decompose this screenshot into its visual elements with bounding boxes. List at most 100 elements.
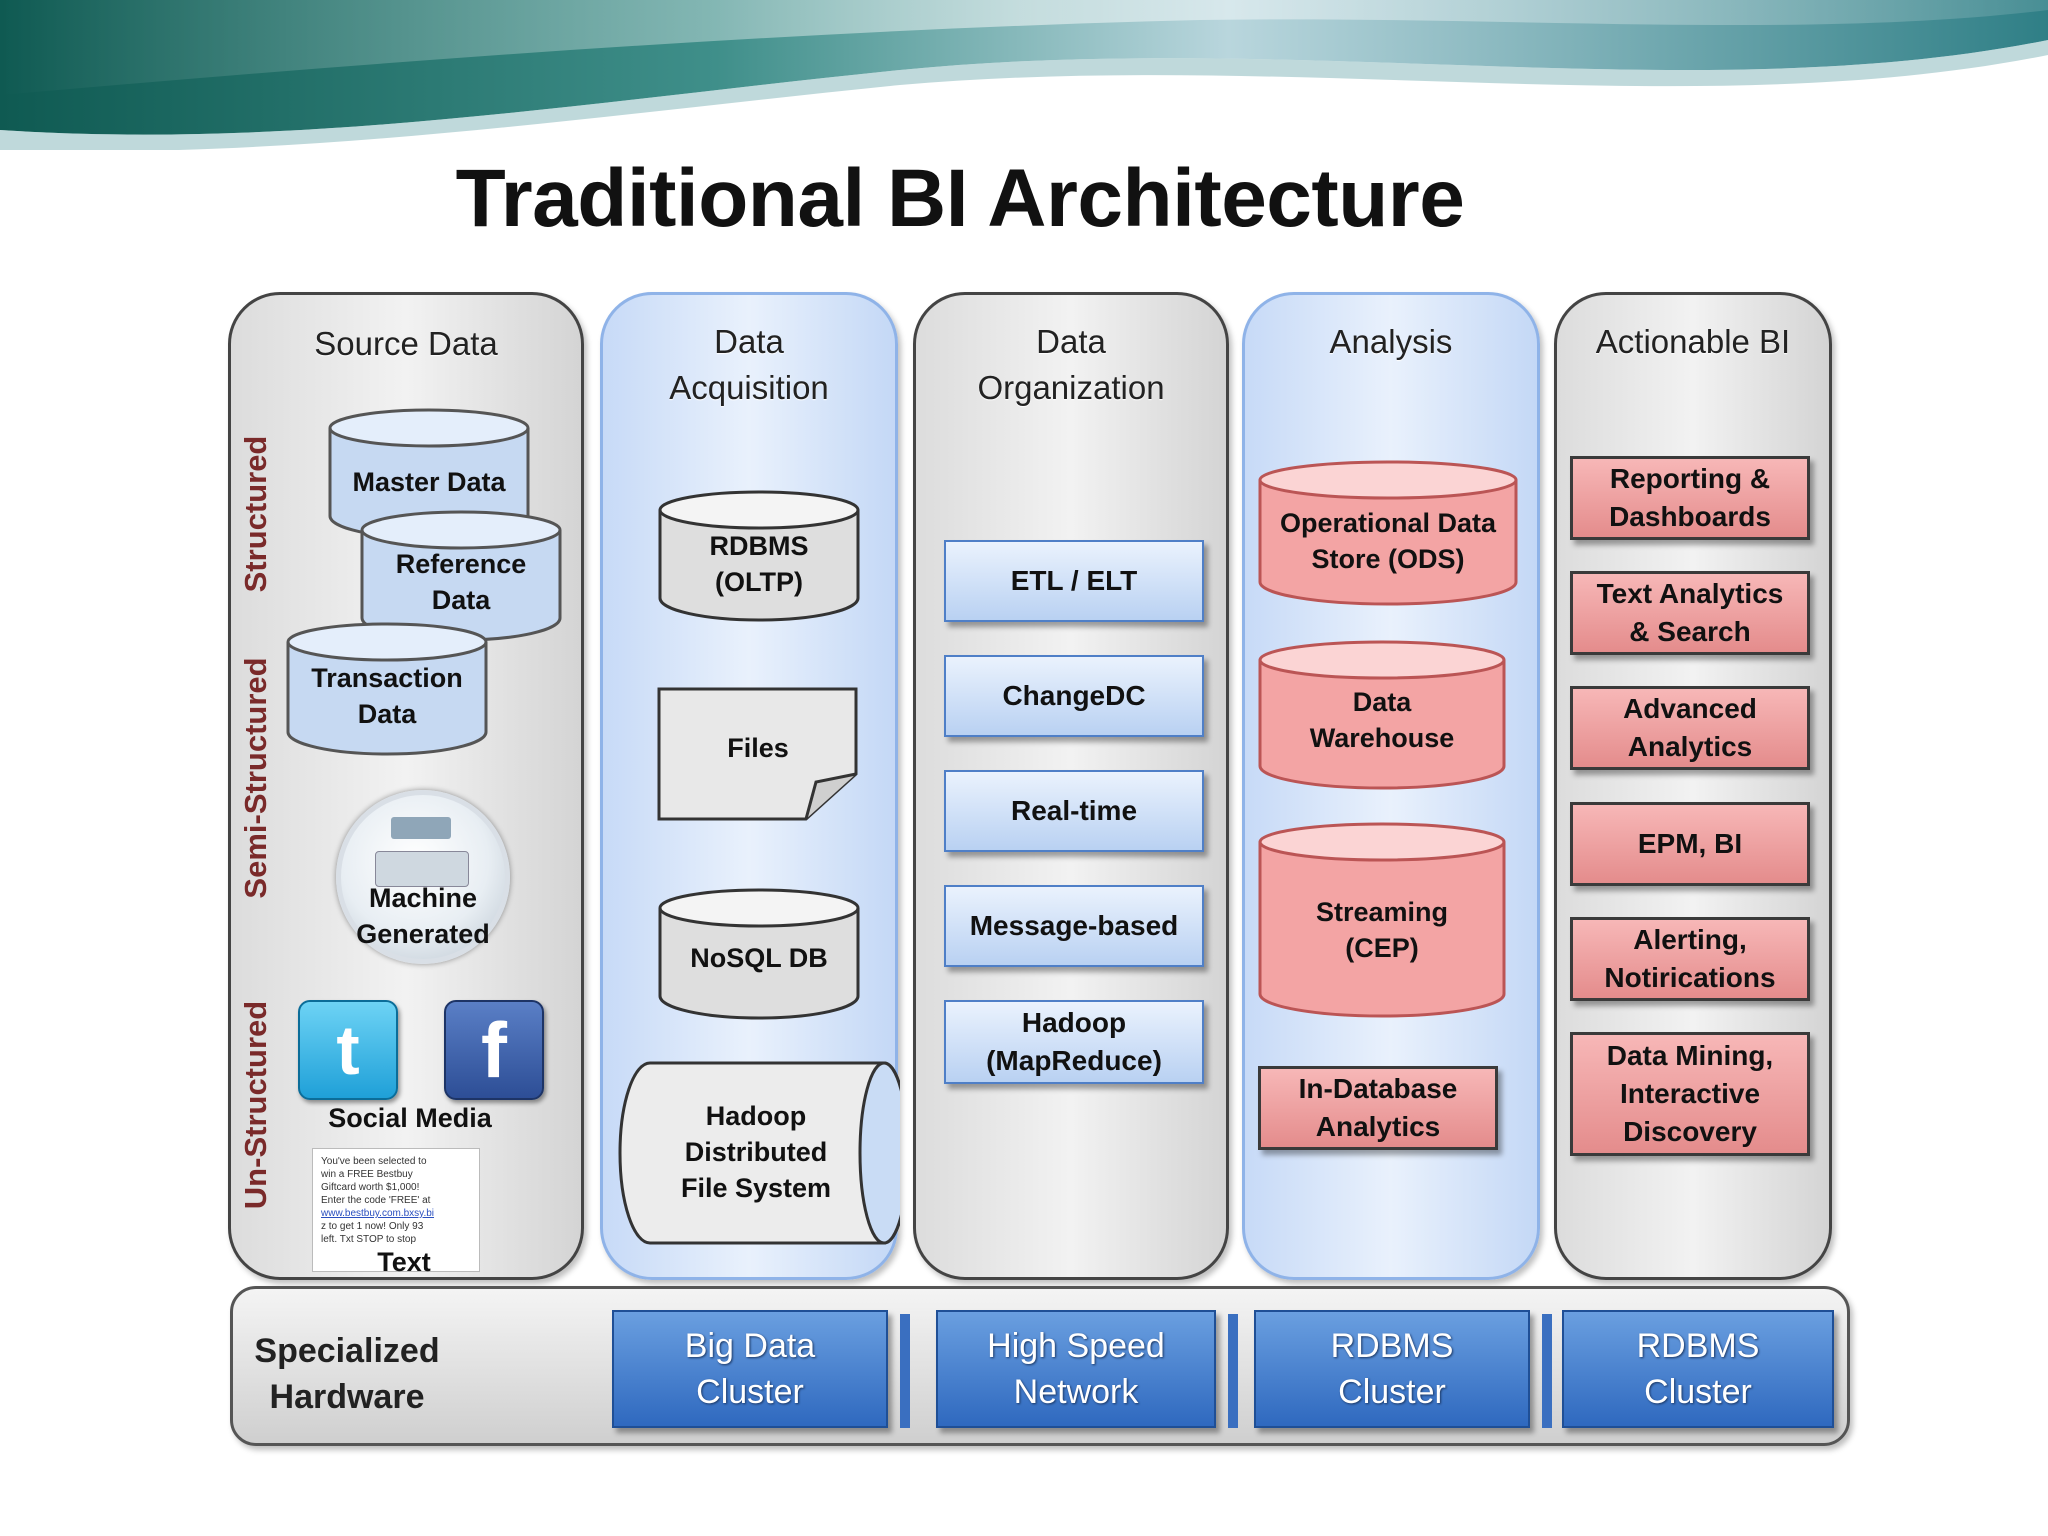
- data-organization-title-2: Organization: [977, 369, 1165, 406]
- rdbms-oltp-cylinder: [658, 490, 860, 622]
- un-structured-label: Un-Structured: [238, 1000, 273, 1210]
- hadoop-mapreduce-label-2: (MapReduce): [986, 1045, 1162, 1076]
- hadoop-mapreduce-box: Hadoop (MapReduce): [944, 1000, 1204, 1084]
- message-based-label: Message-based: [969, 910, 1179, 941]
- etl-elt-label: ETL / ELT: [1010, 565, 1138, 596]
- streaming-cep-cylinder: [1258, 822, 1506, 1018]
- rdbms-cluster-box-2: RDBMS Cluster: [1562, 1310, 1834, 1428]
- text-message-sample: You've been selected to win a FREE Bestb…: [312, 1148, 480, 1272]
- social-media-label: Social Media: [328, 1103, 492, 1133]
- nosql-db-label: NoSQL DB: [690, 943, 828, 973]
- epm-bi-label: EPM, BI: [1637, 828, 1743, 859]
- advanced-analytics-box: Advanced Analytics: [1570, 686, 1810, 770]
- streaming-cep-label-2: (CEP): [1345, 933, 1419, 963]
- streaming-cep-label-1: Streaming: [1315, 897, 1449, 927]
- rdbms-cluster-box-1: RDBMS Cluster: [1254, 1310, 1530, 1428]
- sms-line: left. Txt STOP to stop: [321, 1234, 417, 1245]
- ods-cylinder: [1258, 460, 1518, 606]
- twitter-icon: t: [298, 1000, 398, 1100]
- data-mining-discovery-label-2: Interactive: [1619, 1078, 1761, 1109]
- rdbms-cluster-2-label-2: Cluster: [1644, 1373, 1752, 1411]
- big-data-cluster-label-1: Big Data: [684, 1327, 816, 1365]
- big-data-cluster-box: Big Data Cluster: [612, 1310, 888, 1428]
- sms-line: Giftcard worth $1,000!: [321, 1182, 420, 1193]
- high-speed-network-box: High Speed Network: [936, 1310, 1216, 1428]
- etl-elt-box: ETL / ELT: [944, 540, 1204, 622]
- changedc-label: ChangeDC: [1002, 680, 1146, 711]
- specialized-hardware-label: Specialized Hardware: [252, 1328, 442, 1420]
- in-database-analytics-label-1: In-Database: [1298, 1073, 1458, 1104]
- alerting-notifications-box: Alerting, Notirications: [1570, 917, 1810, 1001]
- specialized-hardware-label-1: Specialized: [254, 1332, 440, 1370]
- facebook-icon: f: [444, 1000, 544, 1100]
- hardware-separator: [1228, 1314, 1238, 1428]
- real-time-box: Real-time: [944, 770, 1204, 852]
- data-warehouse-cylinder: [1258, 640, 1506, 790]
- data-mining-discovery-label-1: Data Mining,: [1606, 1040, 1774, 1071]
- in-database-analytics-label-2: Analytics: [1315, 1111, 1441, 1142]
- message-based-box: Message-based: [944, 885, 1204, 967]
- reference-data-cylinder: [360, 510, 562, 642]
- actionable-bi-title: Actionable BI: [1595, 323, 1791, 360]
- ods-label-2: Store (ODS): [1311, 544, 1465, 574]
- sms-link: www.bestbuy.com.bxsy.bi: [321, 1208, 435, 1219]
- reference-data-label-2: Data: [431, 585, 491, 615]
- rdbms-oltp-label-1: RDBMS: [709, 531, 809, 561]
- files-label: Files: [727, 733, 789, 763]
- source-data-title: Source Data: [314, 325, 498, 362]
- hdfs-label-1: Hadoop: [705, 1101, 807, 1131]
- rdbms-cluster-1-label-2: Cluster: [1338, 1373, 1446, 1411]
- text-analytics-search-label-2: & Search: [1629, 616, 1751, 647]
- transaction-data-label-1: Transaction: [311, 663, 463, 693]
- sms-line: You've been selected to: [321, 1156, 427, 1167]
- data-mining-discovery-label-3: Discovery: [1623, 1116, 1757, 1147]
- reporting-dashboards-box: Reporting & Dashboards: [1570, 456, 1810, 540]
- semi-structured-label: Semi-Structured: [238, 657, 273, 899]
- text-analytics-search-box: Text Analytics & Search: [1570, 571, 1810, 655]
- machine-generated-label-1: Machine: [368, 883, 478, 913]
- text-label: Text: [377, 1247, 431, 1277]
- data-warehouse-label-2: Warehouse: [1309, 723, 1455, 753]
- ods-label-1: Operational Data: [1279, 508, 1497, 538]
- files-document-icon: [657, 687, 858, 821]
- data-mining-discovery-box: Data Mining, Interactive Discovery: [1570, 1032, 1810, 1156]
- rdbms-oltp-label-2: (OLTP): [715, 567, 803, 597]
- changedc-box: ChangeDC: [944, 655, 1204, 737]
- high-speed-network-label-1: High Speed: [987, 1327, 1165, 1365]
- hdfs-label-2: Distributed: [684, 1137, 828, 1167]
- reporting-dashboards-label-2: Dashboards: [1609, 501, 1771, 532]
- in-database-analytics-box: In-Database Analytics: [1258, 1066, 1498, 1150]
- reference-data-label-1: Reference: [395, 549, 527, 579]
- page-title: Traditional BI Architecture: [455, 153, 1465, 244]
- structured-label: Structured: [238, 435, 273, 593]
- alerting-notifications-label-1: Alerting,: [1633, 924, 1747, 955]
- smart-meter-icon: [336, 790, 510, 964]
- master-data-cylinder: [328, 408, 530, 540]
- advanced-analytics-label-1: Advanced: [1623, 693, 1757, 724]
- sms-line: z to get 1 now! Only 93: [321, 1221, 424, 1232]
- advanced-analytics-label-2: Analytics: [1627, 731, 1753, 762]
- transaction-data-label-2: Data: [357, 699, 417, 729]
- rdbms-cluster-1-label-1: RDBMS: [1330, 1327, 1454, 1365]
- hardware-separator: [900, 1314, 910, 1428]
- specialized-hardware-label-2: Hardware: [269, 1378, 425, 1416]
- hdfs-label-3: File System: [680, 1173, 832, 1203]
- rdbms-cluster-2-label-1: RDBMS: [1636, 1327, 1760, 1365]
- epm-bi-box: EPM, BI: [1570, 802, 1810, 886]
- machine-generated-label-2: Generated: [356, 919, 490, 949]
- reporting-dashboards-label-1: Reporting &: [1609, 463, 1771, 494]
- high-speed-network-label-2: Network: [1013, 1373, 1139, 1411]
- data-organization-title-1: Data: [1036, 323, 1106, 360]
- sms-line: Enter the code 'FREE' at: [321, 1195, 431, 1206]
- data-warehouse-label-1: Data: [1352, 687, 1412, 717]
- big-data-cluster-label-2: Cluster: [696, 1373, 804, 1411]
- transaction-data-cylinder: [286, 622, 488, 756]
- nosql-db-cylinder: [658, 888, 860, 1020]
- hadoop-mapreduce-label-1: Hadoop: [1021, 1007, 1127, 1038]
- alerting-notifications-label-2: Notirications: [1604, 962, 1776, 993]
- hdfs-cylinder: [618, 1061, 900, 1245]
- text-analytics-search-label-1: Text Analytics: [1596, 578, 1784, 609]
- data-acquisition-title-2: Acquisition: [669, 369, 829, 406]
- sms-line: win a FREE Bestbuy: [321, 1169, 413, 1180]
- analysis-title: Analysis: [1329, 323, 1453, 360]
